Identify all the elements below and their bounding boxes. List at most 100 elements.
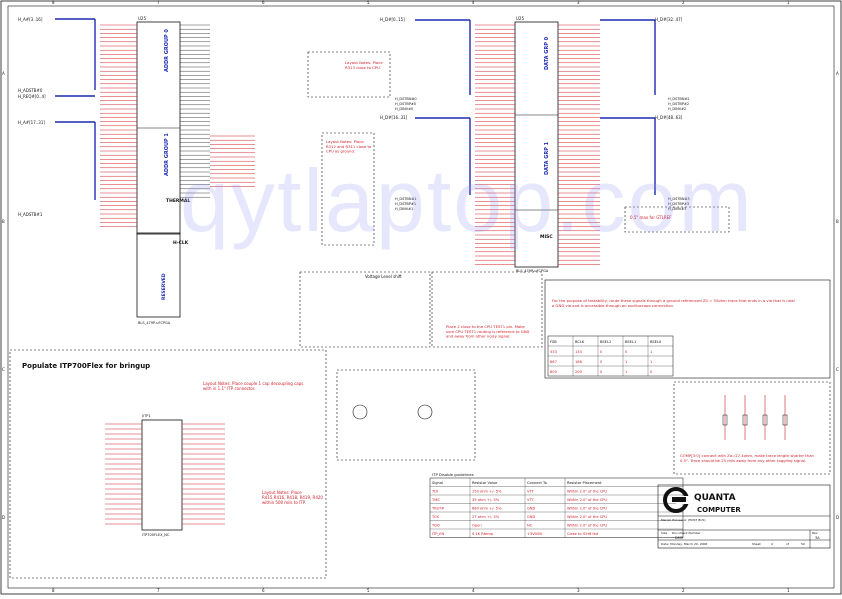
cpu-symbol-right <box>514 21 559 268</box>
comp-res-note: COMP[3:0] connect with Zo=27.4ohm, make … <box>680 453 815 463</box>
docno: DM3 <box>675 536 683 540</box>
cpu-left-ref: U25 <box>138 16 146 21</box>
net-dinv3: H_DINV#3 <box>668 207 686 211</box>
table-header: BSEL1 <box>625 340 636 344</box>
table-cell: TDO <box>431 523 440 527</box>
table-cell: TCK <box>431 515 439 519</box>
border-col-label: 4 <box>472 588 475 593</box>
table-cell: TRST# <box>431 506 444 510</box>
docnum-label: Document Number <box>672 531 701 535</box>
cpu-left-pins <box>100 24 137 227</box>
bank-label-addr0: ADDR GROUP 0 <box>164 29 170 72</box>
table-cell: 133 <box>575 350 582 354</box>
border-row-label: A <box>836 71 839 76</box>
sheet-total: 50 <box>801 542 805 546</box>
q-transistor-1 <box>352 404 368 420</box>
cpu-right-left-pins <box>475 24 515 265</box>
border-row-label: D <box>2 515 5 520</box>
border-col-label: 1 <box>787 588 790 593</box>
level-shift-box <box>299 271 431 348</box>
net-dstbp2: H_DSTBP#2 <box>668 102 689 106</box>
itp-part: ITP700FLEX_NC <box>142 533 170 537</box>
company-name-2: COMPUTER <box>697 506 741 514</box>
title-label: Merom Processor (HOST BUS) <box>661 518 706 522</box>
table-cell: TMS <box>431 498 440 502</box>
sheet-number: 4 <box>771 542 773 546</box>
cpu-right-ref: U25 <box>516 16 524 21</box>
table-cell: 150 ohm +/- 5% <box>472 489 502 493</box>
border-col-label: 5 <box>367 588 370 593</box>
border-col-label: 1 <box>787 0 790 5</box>
table-cell: Within 2.0" of the CPU <box>567 515 607 519</box>
company-name: QUANTA <box>694 493 736 503</box>
cpu-right-right-pins <box>558 24 600 265</box>
net-dstbp3: H_DSTBP#3 <box>668 202 689 206</box>
bank-label-addr1: ADDR GROUP 1 <box>164 133 170 176</box>
sheet-of: of <box>786 542 790 546</box>
table-cell: 0 <box>600 350 603 354</box>
cpu-reserved-block <box>136 232 181 318</box>
border-row-label: B <box>2 219 5 224</box>
itp-ref: JITP1 <box>141 414 151 418</box>
table-cell: Within 2.0" of the CPU <box>567 523 607 527</box>
table-cell: Within 2.0" of the CPU <box>567 506 607 510</box>
border-col-label: 3 <box>577 0 580 5</box>
thermal-label: THERMAL <box>166 198 190 204</box>
bus-hadstb1: H_ADSTB#1 <box>18 212 43 217</box>
bus-ha-left: H_A#[3..16] <box>18 17 43 22</box>
itp-connector <box>141 419 183 531</box>
table-cell: VTT <box>527 498 535 502</box>
net-dstbp0: H_DSTBP#0 <box>395 102 416 106</box>
table-cell: Close to ICH6 fed <box>567 532 598 536</box>
table-cell: VTT <box>527 489 535 493</box>
border-row-label: D <box>836 515 839 520</box>
border-col-label: 6 <box>262 0 265 5</box>
bank-label-data1: DATA GRP 1 <box>544 141 550 175</box>
date-label: Date: Monday, March 20, 2006 <box>661 542 707 546</box>
border-col-label: 2 <box>682 0 685 5</box>
table-cell: 27 ohm +/- 5% <box>472 515 500 519</box>
net-dstbn0: H_DSTBN#0 <box>395 97 417 101</box>
bus-hd0: H_D#[0..15] <box>380 17 405 22</box>
table-header: Signal <box>432 481 443 485</box>
net-dstbn1: H_DSTBN#1 <box>395 197 417 201</box>
cpu-left-right-pins <box>180 24 255 198</box>
size-label: Size <box>661 531 667 535</box>
table-header: Resistor Value <box>472 481 498 485</box>
border-col-label: 7 <box>157 0 160 5</box>
reserved-label: RESERVED <box>161 273 167 300</box>
border-col-label: 2 <box>682 588 685 593</box>
table-cell: Open <box>472 523 482 527</box>
table-cell: 680 ohm +/- 5% <box>472 506 502 510</box>
bus-hd3: H_D#[48..63] <box>655 115 683 120</box>
table-cell: Within 2.0" of the CPU <box>567 498 607 502</box>
resistor <box>762 414 768 426</box>
comp-resistors <box>722 395 788 440</box>
fsb-note: For the purpose of testability, route th… <box>552 298 795 308</box>
table-cell: 0 <box>600 360 603 364</box>
net-dinv0: H_DINV#0 <box>395 107 413 111</box>
table-cell: 1 <box>650 360 652 364</box>
bus-hreq: H_REQ#[0..4] <box>18 94 46 99</box>
net-dstbp1: H_DSTBP#1 <box>395 202 416 206</box>
note-box-r313 <box>307 51 391 98</box>
border-row-label: C <box>836 367 839 372</box>
sheet-inner-border <box>7 5 835 589</box>
itp-note1: Layout Notes: Place couple 1 cap decoupl… <box>203 381 303 391</box>
table-cell: 200 <box>575 370 583 374</box>
table-header: BCLK <box>575 340 585 344</box>
thermtrip-box <box>336 369 476 461</box>
table-header: BSEL2 <box>600 340 611 344</box>
resistor <box>742 414 748 426</box>
border-row-label: C <box>2 367 5 372</box>
note-box-gtlref <box>321 132 375 246</box>
table-header: FSB <box>550 340 557 344</box>
comp-note: 0.5" max for GTLREF <box>630 215 672 220</box>
misc-label: MISC <box>540 234 553 240</box>
